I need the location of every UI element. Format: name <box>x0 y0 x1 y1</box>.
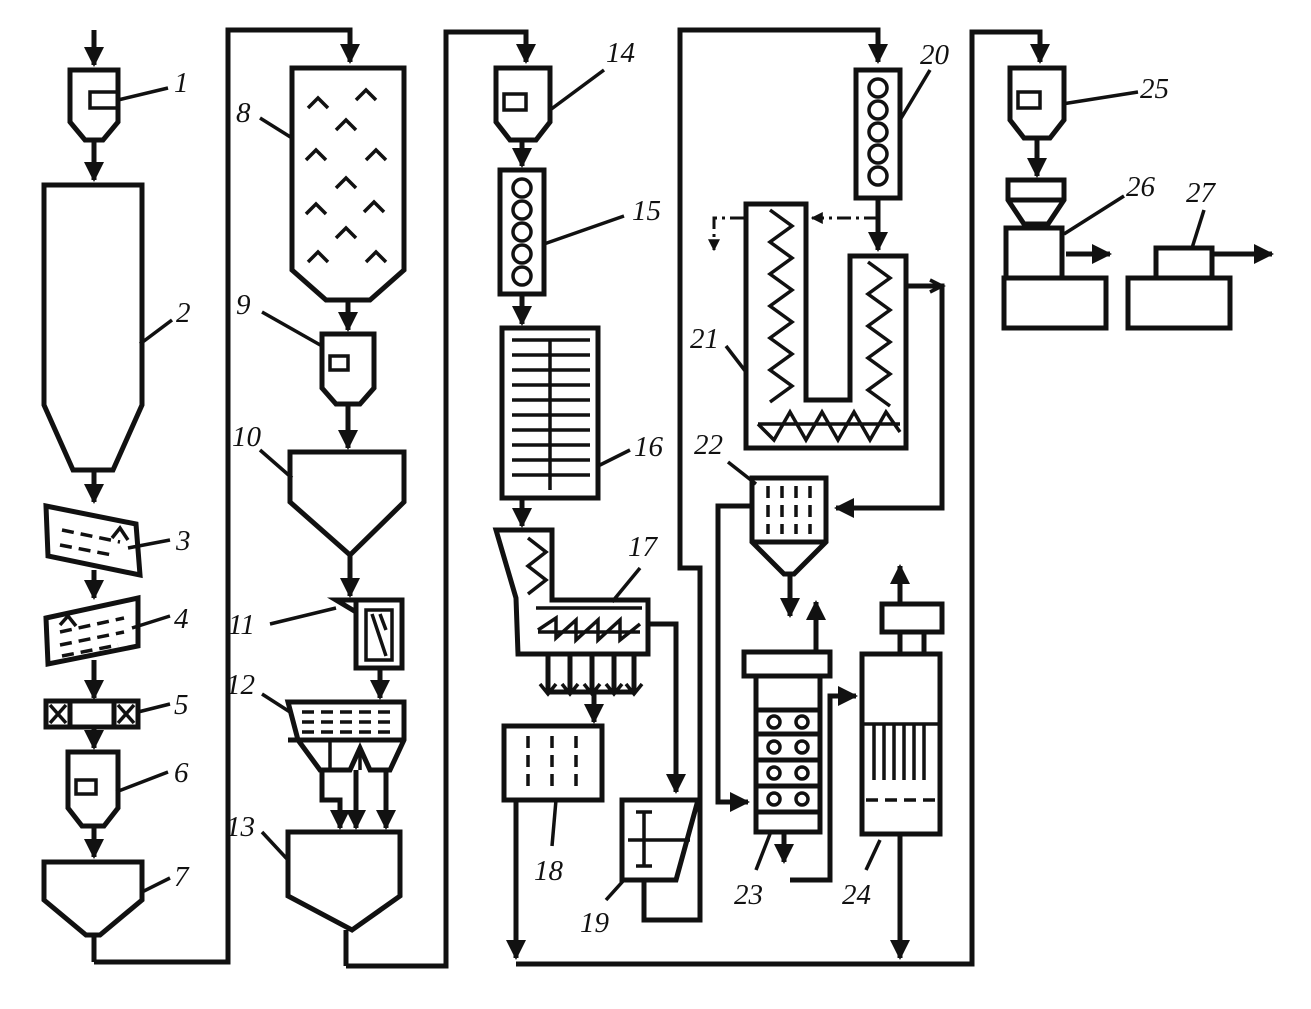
equipment-12-screen <box>284 699 407 773</box>
equipment-23-column <box>741 649 833 835</box>
label-14: 14 <box>606 37 635 69</box>
equipment-22-filter <box>749 475 829 577</box>
leader-lines <box>115 68 1206 902</box>
equipment-25-feeder <box>1007 65 1067 141</box>
equipment-2-bunker <box>41 182 145 473</box>
label-9: 9 <box>236 289 251 321</box>
number-labels: 1 2 3 4 5 6 7 8 9 10 11 12 13 14 15 16 1… <box>174 37 1217 939</box>
equipment-7-bin <box>41 859 145 938</box>
equipment-21-extractor <box>743 201 909 451</box>
equipment-20-rollers <box>853 67 903 201</box>
label-7: 7 <box>174 861 190 893</box>
equipment-16-conditioner <box>499 325 601 501</box>
column-4 <box>708 67 946 960</box>
label-6: 6 <box>174 757 189 789</box>
label-21: 21 <box>690 323 719 355</box>
label-2: 2 <box>176 297 191 329</box>
label-15: 15 <box>632 195 661 227</box>
equipment-1-feeder <box>67 67 121 143</box>
equipment-15-rollers <box>497 167 547 297</box>
equipment-18-cooler <box>501 723 605 803</box>
label-26: 26 <box>1126 171 1156 203</box>
label-8: 8 <box>236 97 251 129</box>
label-10: 10 <box>232 421 262 453</box>
column-3 <box>492 27 888 960</box>
label-12: 12 <box>226 669 255 701</box>
equipment-11-mill <box>326 597 405 671</box>
label-18: 18 <box>534 855 564 887</box>
label-22: 22 <box>694 429 723 461</box>
label-25: 25 <box>1140 73 1169 105</box>
label-3: 3 <box>175 525 191 557</box>
column-1 <box>41 30 145 962</box>
equipment-14-feeder <box>493 65 553 143</box>
equipment-19-cutter <box>619 797 702 883</box>
label-24: 24 <box>842 879 871 911</box>
label-20: 20 <box>920 39 950 71</box>
equipment-6-feeder <box>65 749 121 829</box>
equipment-24-evaporator <box>859 601 945 837</box>
equipment-9-feeder <box>319 331 377 407</box>
equipment-4-crusher <box>43 594 141 668</box>
label-16: 16 <box>634 431 664 463</box>
equipment-5-mixer <box>43 698 141 730</box>
label-23: 23 <box>734 879 763 911</box>
equipment-26-packer <box>1001 177 1109 331</box>
label-5: 5 <box>174 689 189 721</box>
column-2 <box>284 65 407 966</box>
column-5 <box>1001 65 1274 331</box>
equipment-10-bin <box>287 449 407 559</box>
equipment-13-bin <box>285 829 403 933</box>
equipment-8-bunker <box>289 65 407 303</box>
label-11: 11 <box>228 609 255 641</box>
equipment-27-storage <box>1125 245 1233 331</box>
equipment-17-screw-conveyor <box>492 527 651 657</box>
label-17: 17 <box>628 531 659 563</box>
label-19: 19 <box>580 907 610 939</box>
label-4: 4 <box>174 603 189 635</box>
equipment-3-crusher <box>43 502 143 579</box>
label-13: 13 <box>226 811 255 843</box>
label-1: 1 <box>174 67 189 99</box>
label-27: 27 <box>1186 177 1217 209</box>
